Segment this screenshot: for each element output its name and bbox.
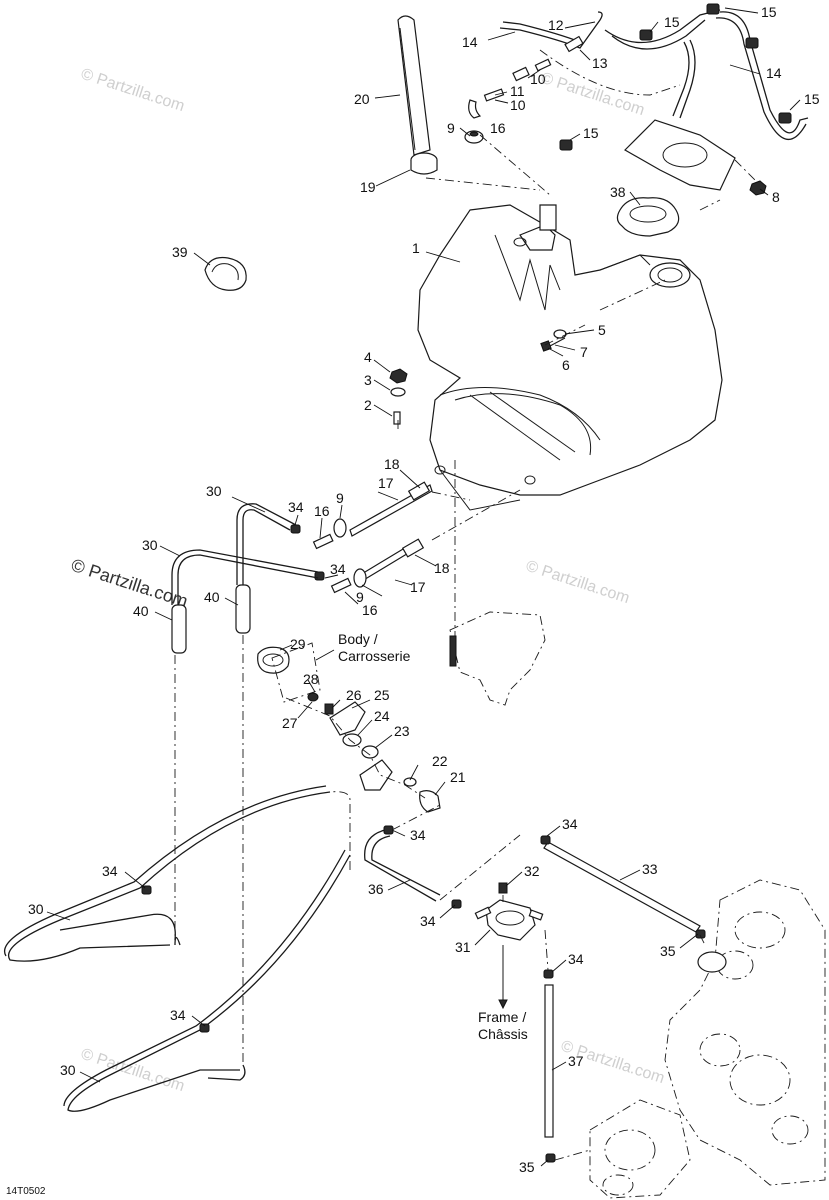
callout-40: 40 bbox=[133, 603, 149, 619]
body-panel bbox=[449, 611, 546, 706]
callout-37: 37 bbox=[568, 1053, 584, 1069]
leader-lines bbox=[46, 7, 801, 1167]
annotations: Body / Carrosserie Frame / Châssis 14T05… bbox=[6, 631, 528, 1197]
callout-14: 14 bbox=[462, 34, 478, 50]
rollover-valve-grommet bbox=[464, 130, 484, 144]
callout-5: 5 bbox=[598, 322, 606, 338]
callout-16: 16 bbox=[314, 503, 330, 519]
watermarks: © Partzilla.com © Partzilla.com © Partzi… bbox=[69, 66, 667, 1095]
callout-33: 33 bbox=[642, 861, 658, 877]
callout-28: 28 bbox=[303, 671, 319, 687]
watermark: © Partzilla.com bbox=[539, 70, 647, 119]
callout-16: 16 bbox=[362, 602, 378, 618]
callout-35: 35 bbox=[660, 943, 676, 959]
watermark: © Partzilla.com bbox=[79, 66, 187, 115]
fuel-cap bbox=[616, 197, 680, 237]
reference-code: 14T0502 bbox=[6, 1186, 46, 1197]
callout-27: 27 bbox=[282, 715, 298, 731]
fuel-valve-stack bbox=[257, 642, 441, 813]
callout-9: 9 bbox=[336, 490, 344, 506]
callout-39: 39 bbox=[172, 244, 188, 260]
callout-12: 12 bbox=[548, 17, 564, 33]
callout-15: 15 bbox=[583, 125, 599, 141]
callout-30: 30 bbox=[142, 537, 158, 553]
callout-19: 19 bbox=[360, 179, 376, 195]
watermark: © Partzilla.com bbox=[524, 558, 632, 607]
callout-34: 34 bbox=[170, 1007, 186, 1023]
strap bbox=[204, 256, 247, 291]
callout-3: 3 bbox=[364, 372, 372, 388]
callouts: 1 2 3 4 5 6 7 8 9 9 9 10 10 11 12 13 14 … bbox=[28, 4, 820, 1175]
watermark: © Partzilla.com bbox=[79, 1046, 187, 1095]
callout-4: 4 bbox=[364, 349, 372, 365]
filler-neck-tube bbox=[397, 15, 431, 156]
callout-14: 14 bbox=[766, 65, 782, 81]
callout-10: 10 bbox=[510, 97, 526, 113]
callout-9: 9 bbox=[447, 120, 455, 136]
callout-16: 16 bbox=[490, 120, 506, 136]
callout-18: 18 bbox=[434, 560, 450, 576]
callout-9: 9 bbox=[356, 589, 364, 605]
tee-fitting bbox=[468, 35, 584, 119]
assembly-lines bbox=[397, 49, 721, 660]
callout-30: 30 bbox=[60, 1062, 76, 1078]
callout-34: 34 bbox=[288, 499, 304, 515]
engine-assembly bbox=[664, 879, 826, 1186]
callout-10: 10 bbox=[530, 71, 546, 87]
callout-24: 24 bbox=[374, 708, 390, 724]
callout-2: 2 bbox=[364, 397, 372, 413]
callout-30: 30 bbox=[28, 901, 44, 917]
callout-29: 29 bbox=[290, 636, 306, 652]
fuel-lines-upper bbox=[290, 481, 433, 594]
hoses-30-40 bbox=[171, 503, 319, 654]
callout-36: 36 bbox=[368, 881, 384, 897]
callout-30: 30 bbox=[206, 483, 222, 499]
callout-18: 18 bbox=[384, 456, 400, 472]
callout-15: 15 bbox=[761, 4, 777, 20]
lower-hoses bbox=[3, 635, 706, 1161]
callout-8: 8 bbox=[772, 189, 780, 205]
callout-13: 13 bbox=[592, 55, 608, 71]
callout-34: 34 bbox=[562, 816, 578, 832]
body-note-line1: Body / bbox=[338, 631, 378, 647]
callout-35: 35 bbox=[519, 1159, 535, 1175]
callout-26: 26 bbox=[346, 687, 362, 703]
callout-6: 6 bbox=[562, 357, 570, 373]
frame-note-line2: Châssis bbox=[478, 1026, 528, 1042]
callout-21: 21 bbox=[450, 769, 466, 785]
callout-7: 7 bbox=[580, 344, 588, 360]
callout-15: 15 bbox=[804, 91, 820, 107]
fuel-pump bbox=[474, 882, 544, 1010]
callout-40: 40 bbox=[204, 589, 220, 605]
callout-1: 1 bbox=[412, 240, 420, 256]
callout-23: 23 bbox=[394, 723, 410, 739]
nut bbox=[749, 180, 767, 196]
callout-34: 34 bbox=[410, 827, 426, 843]
tank-fasteners bbox=[389, 329, 567, 425]
frame-note-line1: Frame / bbox=[478, 1009, 526, 1025]
vent-hoses bbox=[499, 9, 809, 141]
callout-17: 17 bbox=[410, 579, 426, 595]
filler-neck-grommet bbox=[410, 152, 438, 175]
callout-31: 31 bbox=[455, 939, 471, 955]
callout-32: 32 bbox=[524, 863, 540, 879]
callout-22: 22 bbox=[432, 753, 448, 769]
body-note-line2: Carrosserie bbox=[338, 648, 411, 664]
callout-17: 17 bbox=[378, 475, 394, 491]
callout-11: 11 bbox=[510, 83, 525, 99]
callout-34: 34 bbox=[330, 561, 346, 577]
callout-15: 15 bbox=[664, 14, 680, 30]
callout-25: 25 bbox=[374, 687, 390, 703]
fuel-tank bbox=[417, 204, 723, 511]
callout-34: 34 bbox=[568, 951, 584, 967]
hose-clamps bbox=[559, 3, 792, 151]
callout-34: 34 bbox=[102, 863, 118, 879]
carburetor bbox=[589, 1099, 691, 1199]
tank-bracket bbox=[624, 119, 756, 191]
callout-38: 38 bbox=[610, 184, 626, 200]
callout-20: 20 bbox=[354, 91, 370, 107]
fuel-lines-lower bbox=[364, 825, 706, 1163]
callout-34: 34 bbox=[420, 913, 436, 929]
